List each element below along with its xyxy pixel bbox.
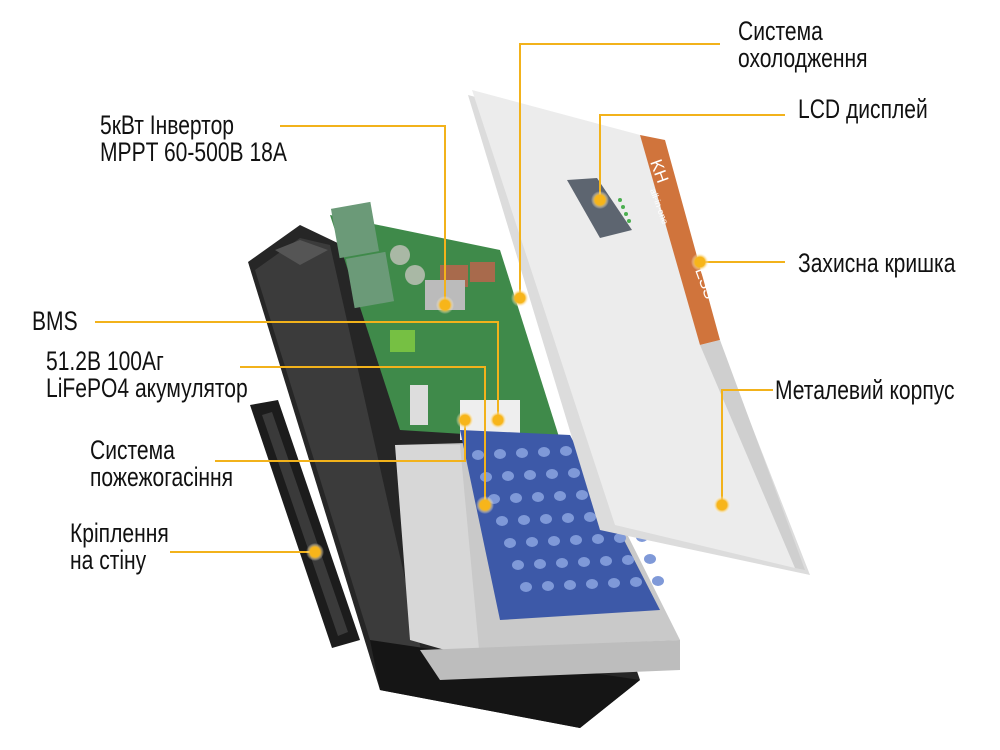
battery-cell — [542, 581, 554, 591]
battery-cell — [546, 469, 558, 479]
dot-inverter — [436, 296, 454, 314]
battery-cell — [516, 448, 528, 458]
battery-cell — [576, 490, 588, 500]
battery-cell — [592, 534, 604, 544]
label-fire-suppression: Система пожежогасіння — [90, 437, 233, 491]
front-cover: KH all-in-one ESS — [468, 90, 810, 575]
label-line: BMS — [32, 306, 78, 336]
label-line: пожежогасіння — [90, 462, 234, 492]
battery-cell — [644, 554, 656, 564]
battery-cell — [534, 559, 546, 569]
label-metal-case: Металевий корпус — [775, 377, 955, 404]
battery-cell — [560, 446, 572, 456]
label-line: Металевий корпус — [775, 375, 955, 405]
battery-cell — [496, 516, 508, 526]
label-cover: Захисна кришка — [798, 250, 955, 277]
dot-cover — [691, 253, 709, 271]
battery-cell — [608, 578, 620, 588]
label-bms: BMS — [32, 308, 78, 335]
battery-cell — [502, 471, 514, 481]
battery-cell — [614, 533, 626, 543]
label-line: Система — [738, 16, 823, 46]
label-lcd: LCD дисплей — [798, 96, 928, 123]
label-line: Кріплення — [70, 518, 169, 548]
dot-bms — [489, 411, 507, 429]
battery-cell — [472, 450, 484, 460]
battery-cell — [652, 576, 664, 586]
leader-lines — [95, 43, 785, 553]
battery-cell — [578, 557, 590, 567]
label-line: MPPT 60-500В 18А — [100, 137, 287, 167]
label-battery: 51.2В 100Аг LiFePO4 акумулятор — [46, 348, 248, 402]
dot-mount — [306, 543, 324, 561]
battery-cell — [622, 555, 634, 565]
battery-cell — [630, 577, 642, 587]
dot-fire — [456, 411, 474, 429]
dot-lcd — [591, 191, 609, 209]
label-inverter: 5кВт Інвертор MPPT 60-500В 18А — [100, 112, 287, 166]
battery-cell — [586, 579, 598, 589]
label-line: LCD дисплей — [798, 94, 928, 124]
battery-cell — [600, 556, 612, 566]
label-line: на стіну — [70, 545, 147, 575]
battery-cell — [548, 536, 560, 546]
battery-cell — [532, 492, 544, 502]
dot-metal — [713, 496, 731, 514]
battery-cell — [512, 560, 524, 570]
battery-cell — [562, 513, 574, 523]
battery-cell — [570, 535, 582, 545]
label-line: 5кВт Інвертор — [100, 110, 235, 140]
battery-cell — [556, 558, 568, 568]
battery-cell — [564, 580, 576, 590]
battery-cell — [568, 468, 580, 478]
battery-cell — [510, 493, 522, 503]
label-line: LiFePO4 акумулятор — [46, 373, 248, 403]
dot-battery — [476, 496, 494, 514]
battery-cell — [584, 512, 596, 522]
label-line: Захисна кришка — [798, 248, 956, 278]
label-line: 51.2В 100Аг — [46, 346, 164, 376]
battery-cell — [520, 582, 532, 592]
battery-cell — [504, 538, 516, 548]
battery-cell — [554, 491, 566, 501]
callout-dots — [306, 191, 731, 561]
battery-cell — [526, 537, 538, 547]
battery-cell — [518, 515, 530, 525]
battery-cell — [538, 447, 550, 457]
battery-cell — [540, 514, 552, 524]
label-cooling: Система охолодження — [738, 18, 868, 72]
label-wall-mount: Кріплення на стіну — [70, 520, 169, 574]
battery-module — [395, 430, 680, 680]
label-line: Система — [90, 435, 175, 465]
battery-cell — [494, 449, 506, 459]
battery-cell — [524, 470, 536, 480]
label-line: охолодження — [738, 43, 868, 73]
dot-cooling — [511, 289, 529, 307]
